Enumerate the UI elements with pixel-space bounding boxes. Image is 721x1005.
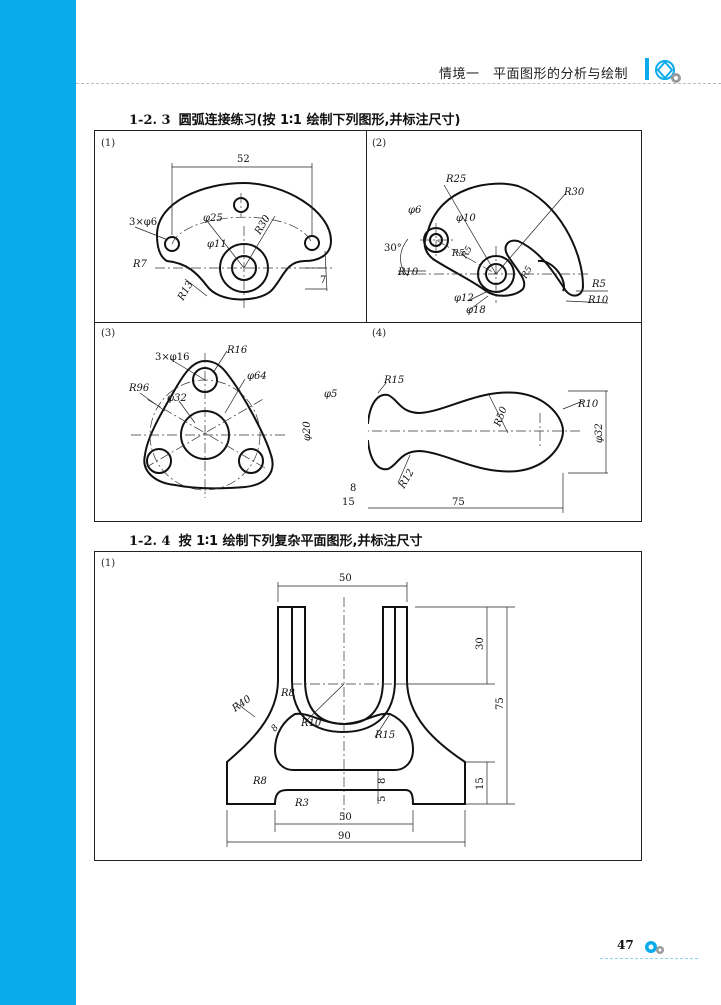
side-color-band	[0, 0, 76, 1005]
panel-label-4: (4)	[372, 328, 387, 339]
dim-angle-30: 30°	[384, 243, 402, 254]
dim-r8-c: 8	[270, 723, 282, 734]
dim-r50: R50	[492, 405, 510, 429]
dim-r8-b: R8	[252, 776, 267, 787]
dim-r96: R96	[128, 383, 150, 394]
dim-r30: R30	[563, 187, 585, 198]
panel-label-1: (1)	[101, 138, 116, 149]
dim-width-52: 52	[237, 154, 250, 165]
dim-height-15: 15	[475, 777, 486, 790]
dim-height-30: 30	[475, 637, 486, 650]
dim-holes-3xphi16: 3×φ16	[155, 352, 189, 363]
box-horizontal-divider	[94, 322, 642, 324]
dim-holes-3xphi6: 3×φ6	[129, 217, 157, 228]
section-text: 按 1∶1 绘制下列复杂平面图形,并标注尺寸	[178, 534, 423, 549]
dim-r15: R15	[374, 730, 395, 741]
section-number: 1-2. 4	[129, 534, 171, 549]
dim-r7: R7	[132, 259, 148, 270]
dim-height-75: 75	[495, 697, 506, 710]
drawing-handle	[368, 382, 608, 513]
section-title-2: 1-2. 4 按 1∶1 绘制下列复杂平面图形,并标注尺寸	[129, 530, 423, 549]
dim-phi25: φ25	[203, 213, 223, 224]
dim-height-8: 8	[377, 778, 388, 784]
dim-r16: R16	[226, 345, 248, 356]
dim-len-15: 15	[342, 497, 355, 508]
box-vertical-divider	[366, 130, 368, 322]
dim-r10-b: R10	[587, 295, 609, 306]
dim-phi5: φ5	[324, 389, 337, 400]
panel-label-2: (2)	[372, 138, 387, 149]
footer-divider	[600, 958, 698, 959]
drawing-handle-dims: φ5 R15 R50 R10 φ20 φ32 8 15 75 R12	[302, 375, 605, 508]
section-text: 圆弧连接练习(按 1∶1 绘制下列图形,并标注尺寸)	[178, 113, 461, 128]
dim-phi11: φ11	[207, 239, 227, 250]
chapter-accent-bar	[645, 58, 649, 80]
drawing-bracket: 50 30 75 R40 R8 R8 8 R10 R15 15 8 5 R3 5…	[226, 573, 515, 847]
dim-phi20: φ20	[302, 421, 313, 441]
page-number: 47	[617, 938, 634, 952]
gear-icon	[645, 941, 664, 954]
dim-phi12: φ12	[454, 293, 474, 304]
dim-r15: R15	[383, 375, 404, 386]
dim-r5-d: R5	[591, 279, 606, 290]
drawing-arc-plate: 52 3×φ6 φ25 φ11 R30 R7 R13 7	[129, 154, 335, 309]
drawing-hook-plate: R25 R30 φ6 φ10 30° R5 R5 R5 R5 R10 R10 φ…	[384, 174, 609, 316]
dim-phi10: φ10	[456, 213, 476, 224]
dim-height-5: 5	[377, 796, 388, 802]
dim-width-90: 90	[338, 831, 351, 842]
dim-bottom-50: 50	[339, 812, 352, 823]
dim-height-7: 7	[320, 275, 326, 286]
chapter-title: 情境一 平面图形的分析与绘制	[439, 67, 629, 82]
dim-len-75: 75	[452, 497, 465, 508]
dim-r10-a: R10	[397, 267, 419, 278]
dim-r10: R10	[577, 399, 599, 410]
dim-len-8: 8	[350, 483, 356, 494]
dim-r25: R25	[445, 174, 466, 185]
dim-r40: R40	[230, 693, 254, 715]
dim-phi32: φ32	[167, 393, 187, 404]
drawing-triangle-plate: 3×φ16 R16 R96 φ64 φ32	[128, 345, 285, 498]
panel-label-5: (1)	[101, 558, 116, 569]
dim-r12: R12	[397, 467, 417, 491]
dim-r13: R13	[176, 279, 196, 303]
dim-phi64: φ64	[247, 371, 267, 382]
gear-logo-icon	[655, 60, 681, 83]
panel-label-3: (3)	[101, 328, 116, 339]
dim-r5-a: R5	[451, 249, 465, 259]
dim-r10: R10	[300, 718, 322, 729]
dim-r30: R30	[253, 213, 273, 237]
section-number: 1-2. 3	[129, 113, 171, 128]
dim-phi32: φ32	[594, 423, 605, 443]
dim-phi18: φ18	[466, 305, 486, 316]
dim-r5-c: R5	[519, 264, 535, 281]
dim-phi6: φ6	[408, 205, 422, 216]
dim-r3: R3	[294, 798, 309, 809]
section-title-1: 1-2. 3 圆弧连接练习(按 1∶1 绘制下列图形,并标注尺寸)	[129, 109, 460, 128]
dim-r8-a: R8	[280, 688, 295, 699]
exercise-box-complex	[94, 551, 642, 861]
header-divider	[76, 83, 721, 84]
exercise-box-arc-connection	[94, 130, 642, 522]
dim-top-50: 50	[339, 573, 352, 584]
